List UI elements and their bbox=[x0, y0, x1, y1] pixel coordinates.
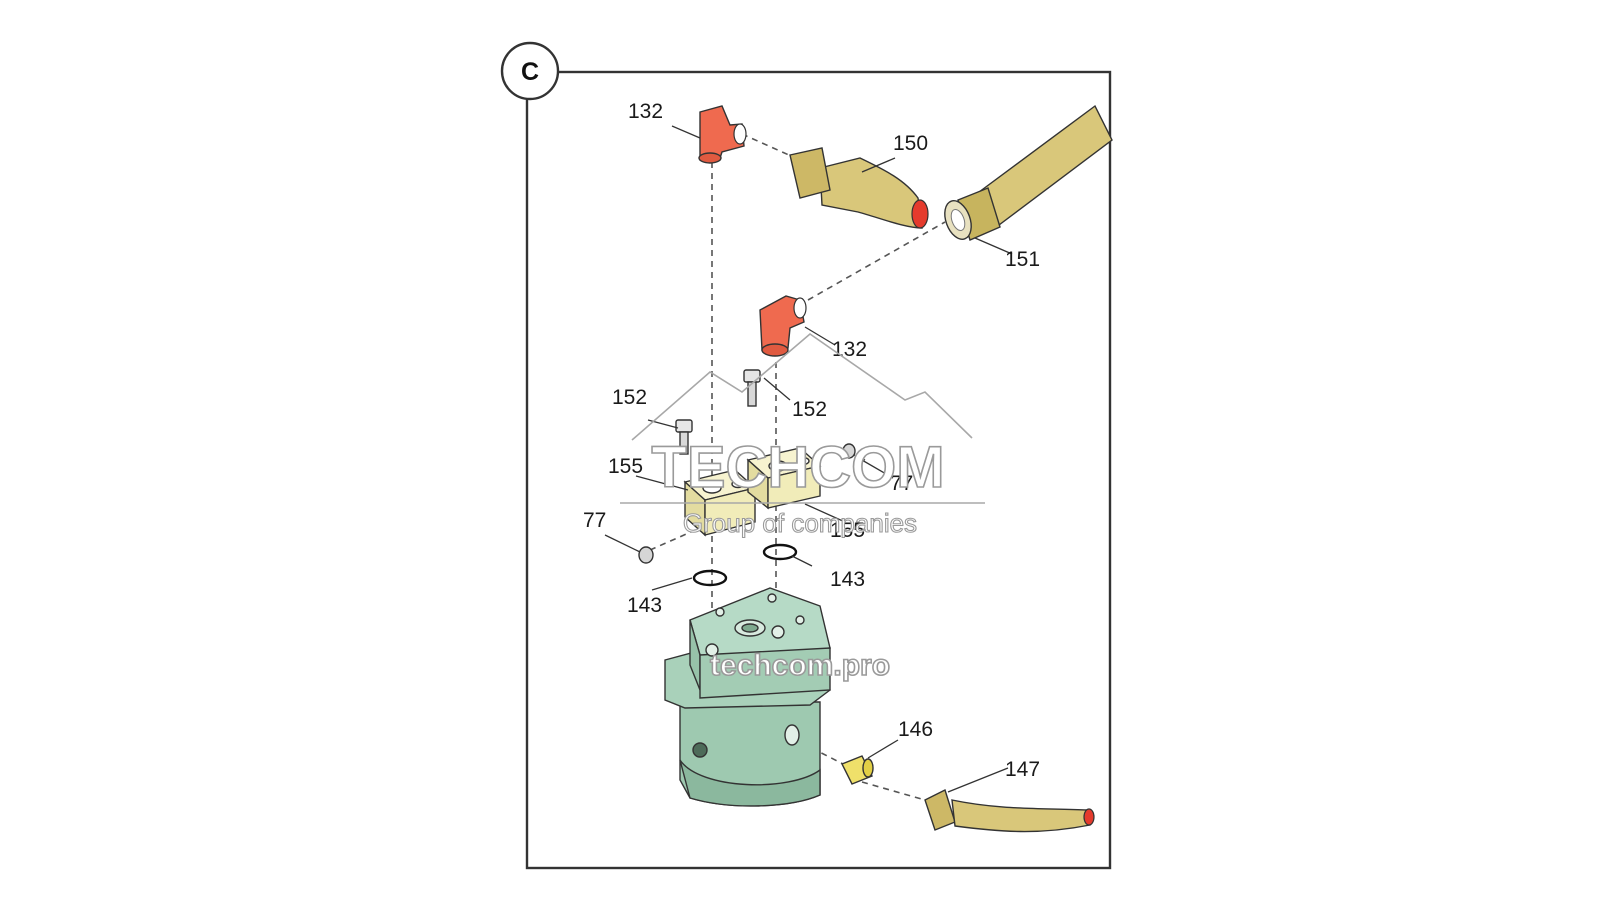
callout-143-left: 143 bbox=[627, 594, 662, 617]
leader-lines bbox=[604, 125, 1013, 793]
plug-left bbox=[638, 546, 654, 564]
hose-150 bbox=[789, 147, 929, 229]
callout-143-right: 143 bbox=[830, 568, 865, 591]
bolt-left bbox=[675, 419, 693, 455]
hose-151 bbox=[944, 104, 1113, 241]
callout-146: 146 bbox=[898, 718, 933, 741]
callout-155-right: 155 bbox=[830, 519, 865, 542]
watermark: TECHCOM Group of companies techcom.pro bbox=[620, 332, 985, 683]
callout-152-right: 152 bbox=[792, 398, 827, 421]
callout-151: 151 bbox=[1005, 248, 1040, 271]
section-letter: C bbox=[521, 58, 539, 86]
o-ring-left bbox=[692, 569, 728, 587]
watermark-mountain-icon bbox=[631, 332, 973, 441]
elbow-fitting-top bbox=[698, 105, 747, 164]
watermark-brand: TECHCOM bbox=[651, 435, 944, 500]
o-ring-right bbox=[762, 543, 798, 561]
flange-block-left bbox=[683, 469, 757, 537]
elbow-fitting-mid bbox=[759, 295, 807, 357]
flange-block-right bbox=[746, 447, 822, 510]
callout-155-left: 155 bbox=[608, 455, 643, 478]
watermark-tagline: Group of companies bbox=[683, 508, 917, 538]
section-marker: C bbox=[500, 41, 560, 101]
callout-152-left: 152 bbox=[612, 386, 647, 409]
callout-147: 147 bbox=[1005, 758, 1040, 781]
hose-147 bbox=[924, 789, 1095, 833]
bolt-right bbox=[743, 369, 761, 407]
callout-132-top: 132 bbox=[628, 100, 663, 123]
callout-77-right: 77 bbox=[890, 472, 913, 495]
callout-150: 150 bbox=[893, 132, 928, 155]
watermark-site: techcom.pro bbox=[710, 649, 890, 682]
plug-right bbox=[842, 443, 856, 459]
callout-132-mid: 132 bbox=[832, 338, 867, 361]
callout-77-left: 77 bbox=[583, 509, 606, 532]
adapter-146 bbox=[841, 755, 874, 785]
valve-body bbox=[664, 587, 831, 807]
